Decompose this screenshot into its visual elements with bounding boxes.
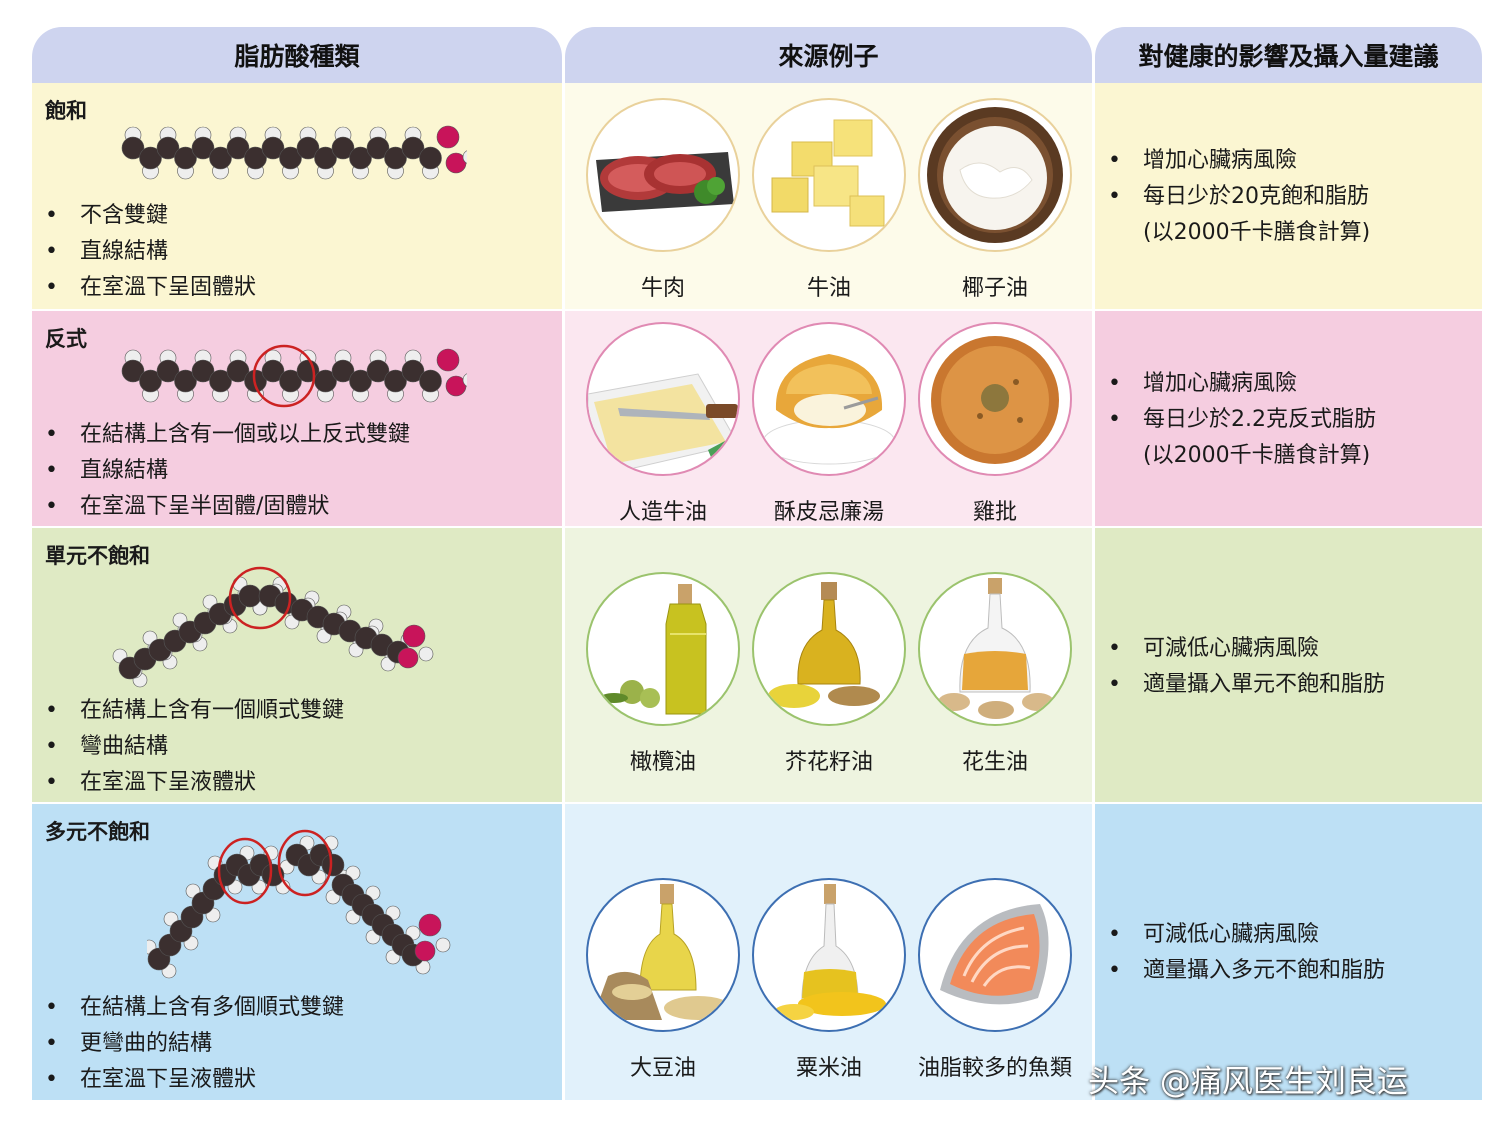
feature-item: 在結構上含有一個順式雙鍵 [45, 693, 344, 729]
health-note: (以2000千卡膳食計算) [1143, 443, 1371, 468]
type-name: 飽和 [45, 99, 87, 123]
canola-oil-icon [752, 572, 906, 726]
trans-molecule-diagram [121, 344, 467, 408]
health-list: 增加心臟病風險 每日少於2.2克反式脂肪 [1108, 366, 1376, 438]
row-saturated-sources-cell: 牛肉 牛油 椰子油 [565, 83, 1092, 309]
soybean-oil-icon [586, 878, 740, 1032]
row-polyunsaturated-health-cell: 可減低心臟病風險 適量攝入多元不飽和脂肪 [1095, 804, 1482, 1100]
food-canola-oil: 芥花籽油 [752, 572, 906, 776]
food-olive-oil: 橄欖油 [586, 572, 740, 776]
feature-item: 在室溫下呈半固體/固體狀 [45, 489, 410, 525]
food-corn-oil: 粟米油 [752, 878, 906, 1082]
feature-item: 在結構上含有多個順式雙鍵 [45, 990, 344, 1026]
health-item: 可減低心臟病風險 [1108, 917, 1385, 953]
type-name: 反式 [45, 327, 87, 351]
food-chicken-pie: 雞批 [918, 322, 1072, 526]
feature-list: 在結構上含有一個或以上反式雙鍵 直線結構 在室溫下呈半固體/固體狀 [45, 417, 410, 525]
feature-list: 不含雙鍵 直線結構 在室溫下呈固體狀 [45, 198, 256, 306]
health-list: 增加心臟病風險 每日少於20克飽和脂肪 [1108, 143, 1369, 215]
food-beef: 牛肉 [586, 98, 740, 302]
butter-icon [752, 98, 906, 252]
feature-list: 在結構上含有多個順式雙鍵 更彎曲的結構 在室溫下呈液體狀 [45, 990, 344, 1098]
feature-list: 在結構上含有一個順式雙鍵 彎曲結構 在室溫下呈液體狀 [45, 693, 344, 801]
row-monounsaturated-sources-cell: 橄欖油 芥花籽油 花生油 [565, 528, 1092, 802]
coconut-oil-icon [918, 98, 1072, 252]
feature-item: 更彎曲的結構 [45, 1026, 344, 1062]
feature-item: 直線結構 [45, 234, 256, 270]
row-polyunsaturated-type-cell: 多元不飽和 在結構上含有多個順式雙鍵 更彎曲的結構 在室溫下呈液體狀 [32, 804, 562, 1100]
food-label: 人造牛油 [618, 500, 707, 525]
health-item: 增加心臟病風險 [1108, 366, 1376, 402]
feature-item: 在室溫下呈液體狀 [45, 765, 344, 801]
saturated-molecule-diagram [121, 125, 467, 180]
food-label: 油脂較多的魚類 [918, 1056, 1073, 1081]
type-name: 單元不飽和 [45, 544, 150, 568]
feature-item: 彎曲結構 [45, 729, 344, 765]
food-margarine: 人造牛油 [586, 322, 740, 526]
row-trans-type-cell: 反式 在結構上含有一個或以上反式雙鍵 直線結構 在室溫下呈半固體/固體狀 [32, 311, 562, 526]
food-label: 芥花籽油 [784, 750, 873, 775]
feature-item: 在室溫下呈液體狀 [45, 1062, 344, 1098]
row-saturated-type-cell: 飽和 不含雙鍵 直線結構 在室溫下呈固體狀 [32, 83, 562, 309]
monounsaturated-molecule-diagram [112, 566, 434, 688]
salmon-icon [918, 878, 1072, 1032]
row-trans-health-cell: 增加心臟病風險 每日少於2.2克反式脂肪 (以2000千卡膳食計算) [1095, 311, 1482, 526]
food-coconut-oil: 椰子油 [918, 98, 1072, 302]
health-list: 可減低心臟病風險 適量攝入多元不飽和脂肪 [1108, 917, 1385, 989]
health-item: 每日少於2.2克反式脂肪 [1108, 402, 1376, 438]
health-item: 每日少於20克飽和脂肪 [1108, 179, 1369, 215]
header-source-examples: 來源例子 [565, 27, 1092, 83]
food-label: 花生油 [961, 750, 1028, 775]
feature-item: 直線結構 [45, 453, 410, 489]
feature-item: 不含雙鍵 [45, 198, 256, 234]
feature-item: 在結構上含有一個或以上反式雙鍵 [45, 417, 410, 453]
food-label: 椰子油 [961, 276, 1028, 301]
row-monounsaturated-type-cell: 單元不飽和 在結構上含有一個順式雙鍵 彎曲結構 在室溫下呈液體狀 [32, 528, 562, 802]
beef-icon [586, 98, 740, 252]
food-label: 雞批 [972, 500, 1017, 525]
food-label: 酥皮忌廉湯 [773, 500, 884, 525]
food-label: 橄欖油 [629, 750, 696, 775]
row-polyunsaturated-sources-cell: 大豆油 粟米油 油脂較多的魚類 [565, 804, 1092, 1100]
row-trans-sources-cell: 人造牛油 酥皮忌廉湯 雞批 [565, 311, 1092, 526]
row-monounsaturated-health-cell: 可減低心臟病風險 適量攝入單元不飽和脂肪 [1095, 528, 1482, 802]
row-saturated-health-cell: 增加心臟病風險 每日少於20克飽和脂肪 (以2000千卡膳食計算) [1095, 83, 1482, 309]
feature-item: 在室溫下呈固體狀 [45, 270, 256, 306]
food-label: 粟米油 [795, 1056, 862, 1081]
health-item: 增加心臟病風險 [1108, 143, 1369, 179]
header-fatty-acid-type: 脂肪酸種類 [32, 27, 562, 83]
corn-oil-icon [752, 878, 906, 1032]
health-item: 可減低心臟病風險 [1108, 631, 1385, 667]
chicken-pie-icon [918, 322, 1072, 476]
margarine-icon [586, 322, 740, 476]
food-butter: 牛油 [752, 98, 906, 302]
health-item: 適量攝入多元不飽和脂肪 [1108, 953, 1385, 989]
food-peanut-oil: 花生油 [918, 572, 1072, 776]
puff-pastry-soup-icon [752, 322, 906, 476]
header-health-effects: 對健康的影響及攝入量建議 [1095, 27, 1482, 83]
health-list: 可減低心臟病風險 適量攝入單元不飽和脂肪 [1108, 631, 1385, 703]
type-name: 多元不飽和 [45, 820, 150, 844]
food-label: 牛肉 [640, 276, 685, 301]
food-soybean-oil: 大豆油 [586, 878, 740, 1082]
food-puff-pastry-soup: 酥皮忌廉湯 [752, 322, 906, 526]
peanut-oil-icon [918, 572, 1072, 726]
health-item: 適量攝入單元不飽和脂肪 [1108, 667, 1385, 703]
food-salmon: 油脂較多的魚類 [918, 878, 1072, 1082]
health-note: (以2000千卡膳食計算) [1143, 220, 1371, 245]
food-label: 牛油 [806, 276, 851, 301]
olive-oil-icon [586, 572, 740, 726]
watermark: 头条 @痛风医生刘良运 [1088, 1064, 1408, 1100]
food-label: 大豆油 [629, 1056, 696, 1081]
polyunsaturated-molecule-diagram [147, 829, 451, 979]
